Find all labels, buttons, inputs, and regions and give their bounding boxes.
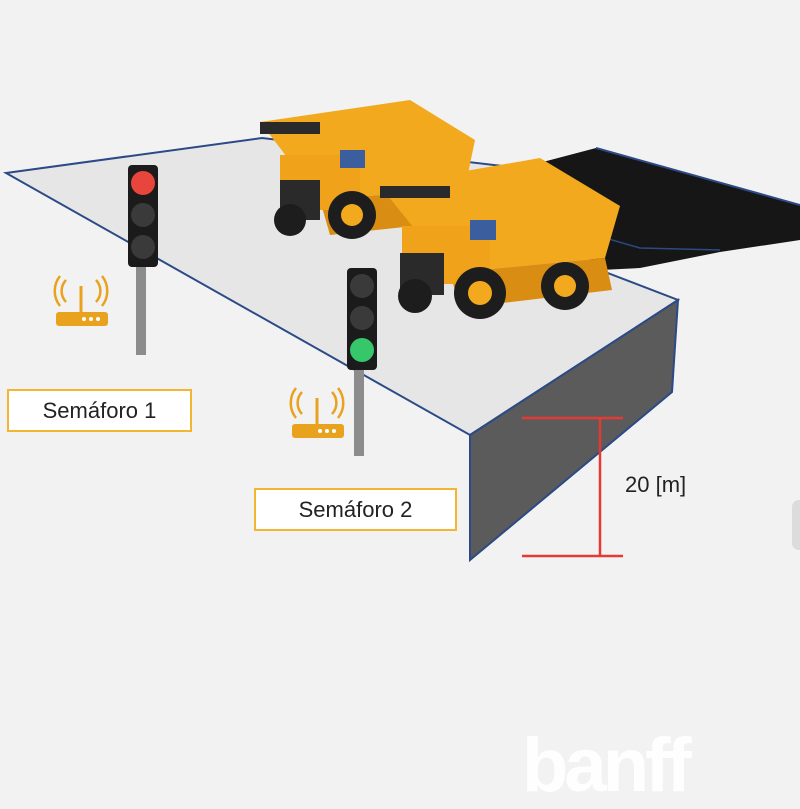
height-measurement-label: 20 [m] [625, 472, 687, 497]
traffic-light-icon [128, 165, 158, 355]
semaforo-1-text: Semáforo 1 [42, 397, 157, 423]
traffic-light-2-green [350, 338, 374, 362]
wifi-router-icon [289, 387, 345, 438]
brand-logo: banff [522, 723, 692, 808]
semaforo-2-text: Semáforo 2 [298, 496, 413, 522]
traffic-light-icon [347, 268, 377, 456]
semaforo-2-label: Semáforo 2 [254, 488, 457, 531]
bench-wall [469, 298, 680, 563]
pit-edge [595, 147, 800, 206]
dump-truck-icon [380, 158, 620, 319]
traffic-light-1-red [131, 171, 155, 195]
edge-tab [792, 500, 800, 550]
semaforo-1-label: Semáforo 1 [7, 389, 192, 432]
wifi-router-icon [53, 275, 109, 326]
